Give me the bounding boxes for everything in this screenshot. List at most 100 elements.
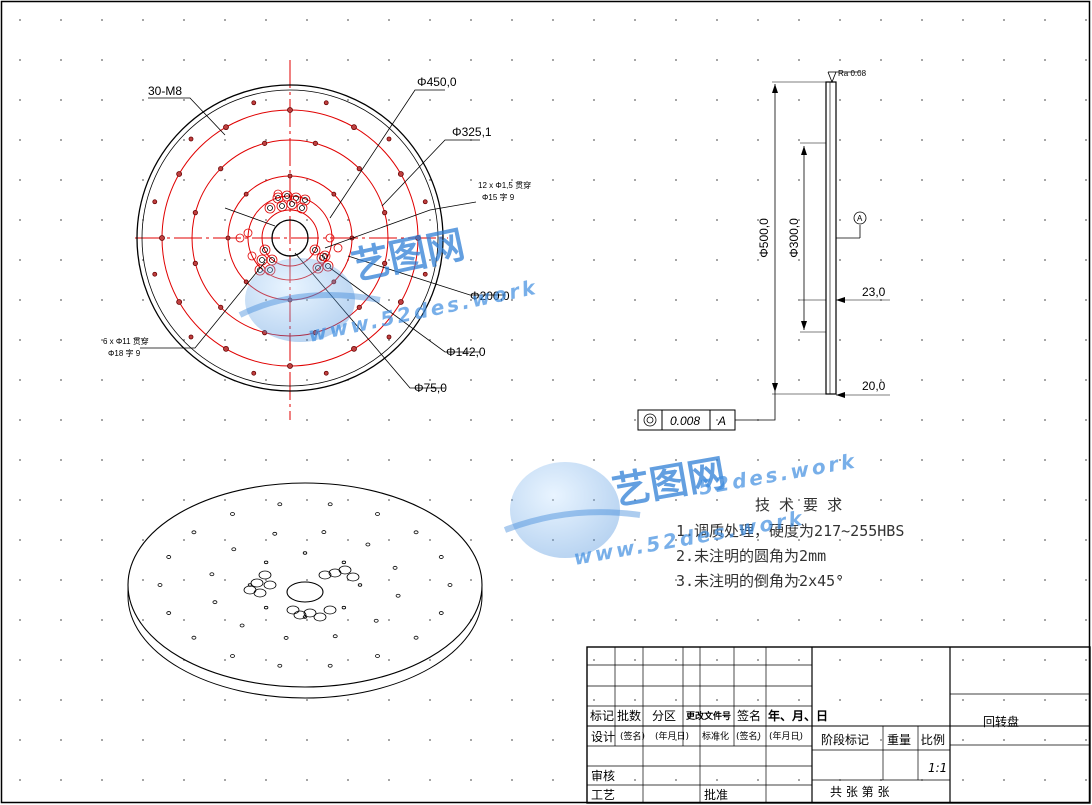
iso-bolt-hole [272, 531, 278, 536]
front-leaders [140, 89, 505, 389]
counterbore-hole [319, 250, 331, 262]
bolt-hole [251, 370, 257, 376]
counterbore-hole-inner [284, 193, 290, 199]
bolt-hole [287, 107, 293, 113]
counterbore-hole [333, 243, 343, 253]
side-labels: Ra 0.08 Φ500,0 Φ300,0 A 23,0 20,0 0.008 … [670, 69, 886, 428]
hole-note-2-line1: 6 x Φ11 贯穿 [103, 336, 149, 346]
iso-bolt-hole [239, 623, 245, 628]
bolt-hole [422, 199, 428, 205]
counterbore-hole [325, 233, 335, 243]
bolt-hole [188, 334, 194, 340]
counterbore-hole [296, 202, 308, 214]
bolt-hole [397, 299, 404, 305]
counterbore-hole [273, 189, 283, 199]
tb-qianming-placeholder-2: (签名) [736, 730, 761, 742]
bolt-hole [356, 304, 362, 310]
iso-bolt-hole [231, 547, 237, 552]
bolt-hole [225, 235, 231, 241]
bolt-hole [415, 235, 421, 241]
tb-fenqu: 分区 [652, 709, 676, 723]
bolt-hole [152, 271, 158, 277]
title-block-text: 标记 批数 分区 更改文件号 签名 年、月、日 设计 (签名) (年月日) 标准… [590, 708, 1019, 802]
tb-qianming-placeholder: (签名) [620, 730, 645, 742]
iso-bolt-hole [166, 555, 172, 559]
tech-req-title: 技 术 要 求 [755, 496, 842, 514]
iso-bolt-hole [438, 555, 444, 559]
dim-d142: Φ142,0 [446, 345, 486, 359]
tb-qianming: 签名 [737, 708, 761, 723]
bolt-hole [351, 124, 357, 131]
bolt-hole [218, 166, 224, 172]
iso-bolt-hole [277, 502, 283, 507]
tb-biaozhunhua: 标准化 [702, 730, 729, 742]
iso-bolt-hole [327, 502, 333, 507]
tech-req-item-2: 2.未注明的圆角为2mm [676, 547, 826, 565]
iso-bolt-hole [263, 605, 269, 610]
tech-req-item-1: 1.调质处理，硬度为217~255HBS [676, 522, 904, 540]
tb-scale: 1:1 [928, 761, 947, 775]
bolt-hole [397, 171, 404, 177]
iso-bolt-hole [302, 551, 308, 555]
front-dimension-labels: 30-M8 Φ450,0 Φ325,1 Φ200,0 Φ142,0 Φ75,0 … [103, 75, 531, 395]
tb-chushu: 批数 [617, 708, 641, 723]
iso-bolt-hole [332, 634, 338, 639]
iso-counterbore [263, 580, 277, 590]
tb-bili: 比例 [921, 733, 945, 747]
roughness-symbol: Ra 0.08 [838, 69, 867, 78]
bolt-hole [218, 304, 224, 310]
tb-biaoji: 标记 [590, 709, 614, 723]
bolt-hole [262, 140, 268, 146]
iso-bolt-hole [375, 512, 380, 516]
tb-zhongliang: 重量 [887, 733, 911, 747]
bolt-hole [323, 100, 329, 106]
dim-outer-dia: Φ500,0 [757, 218, 771, 258]
dim-d200: Φ200,0 [470, 289, 510, 303]
side-arrows [772, 84, 845, 398]
counterbore-hole [247, 251, 257, 261]
counterbore-hole-inner [289, 201, 295, 207]
isometric-view [127, 482, 483, 699]
bolt-hole [188, 136, 194, 142]
iso-bolt-hole [341, 560, 347, 565]
bolt-hole [192, 260, 198, 266]
bolt-hole [331, 191, 337, 197]
iso-bolt-hole [283, 636, 289, 640]
counterbore-hole [259, 244, 271, 256]
counterbore-hole [235, 233, 245, 243]
counterbore-hole-inner [259, 257, 265, 263]
iso-counterbore [328, 568, 342, 578]
tb-nianyueri-placeholder-2: (年月日) [769, 730, 803, 742]
bolt-hole [356, 166, 362, 172]
counterbore-hole [243, 228, 253, 238]
iso-bolt-hole [341, 605, 347, 610]
iso-bolt-hole [357, 583, 363, 587]
hole-note-1-line1: 12 x Φ1,5 贯穿 [478, 180, 531, 190]
tb-sheji: 设计 [591, 730, 615, 744]
dim-20: 20,0 [862, 379, 886, 393]
bolt-hole [351, 345, 357, 352]
bolt-hole [243, 279, 249, 285]
bolt-hole [223, 345, 229, 352]
iso-bolt-hole [263, 560, 269, 565]
bolt-hole [323, 370, 329, 376]
datum-label: A [857, 214, 863, 223]
counterbore-hole-inner [299, 205, 305, 211]
iso-bolt-hole [230, 654, 235, 658]
iso-bolt-hole [166, 611, 172, 615]
bolt-hole [176, 299, 183, 305]
counterbore-hole-inner [262, 247, 268, 253]
iso-bolt-hole [230, 512, 235, 516]
iso-bolt-hole [413, 635, 419, 640]
bolt-hole [287, 363, 293, 369]
dim-23: 23,0 [862, 285, 886, 299]
iso-counterbore [313, 612, 327, 622]
bolt-hole [287, 173, 293, 179]
iso-counterbore [303, 608, 317, 618]
iso-counterbore [243, 585, 257, 595]
iso-bolt-hole [447, 583, 453, 587]
bolt-hole [176, 171, 183, 177]
